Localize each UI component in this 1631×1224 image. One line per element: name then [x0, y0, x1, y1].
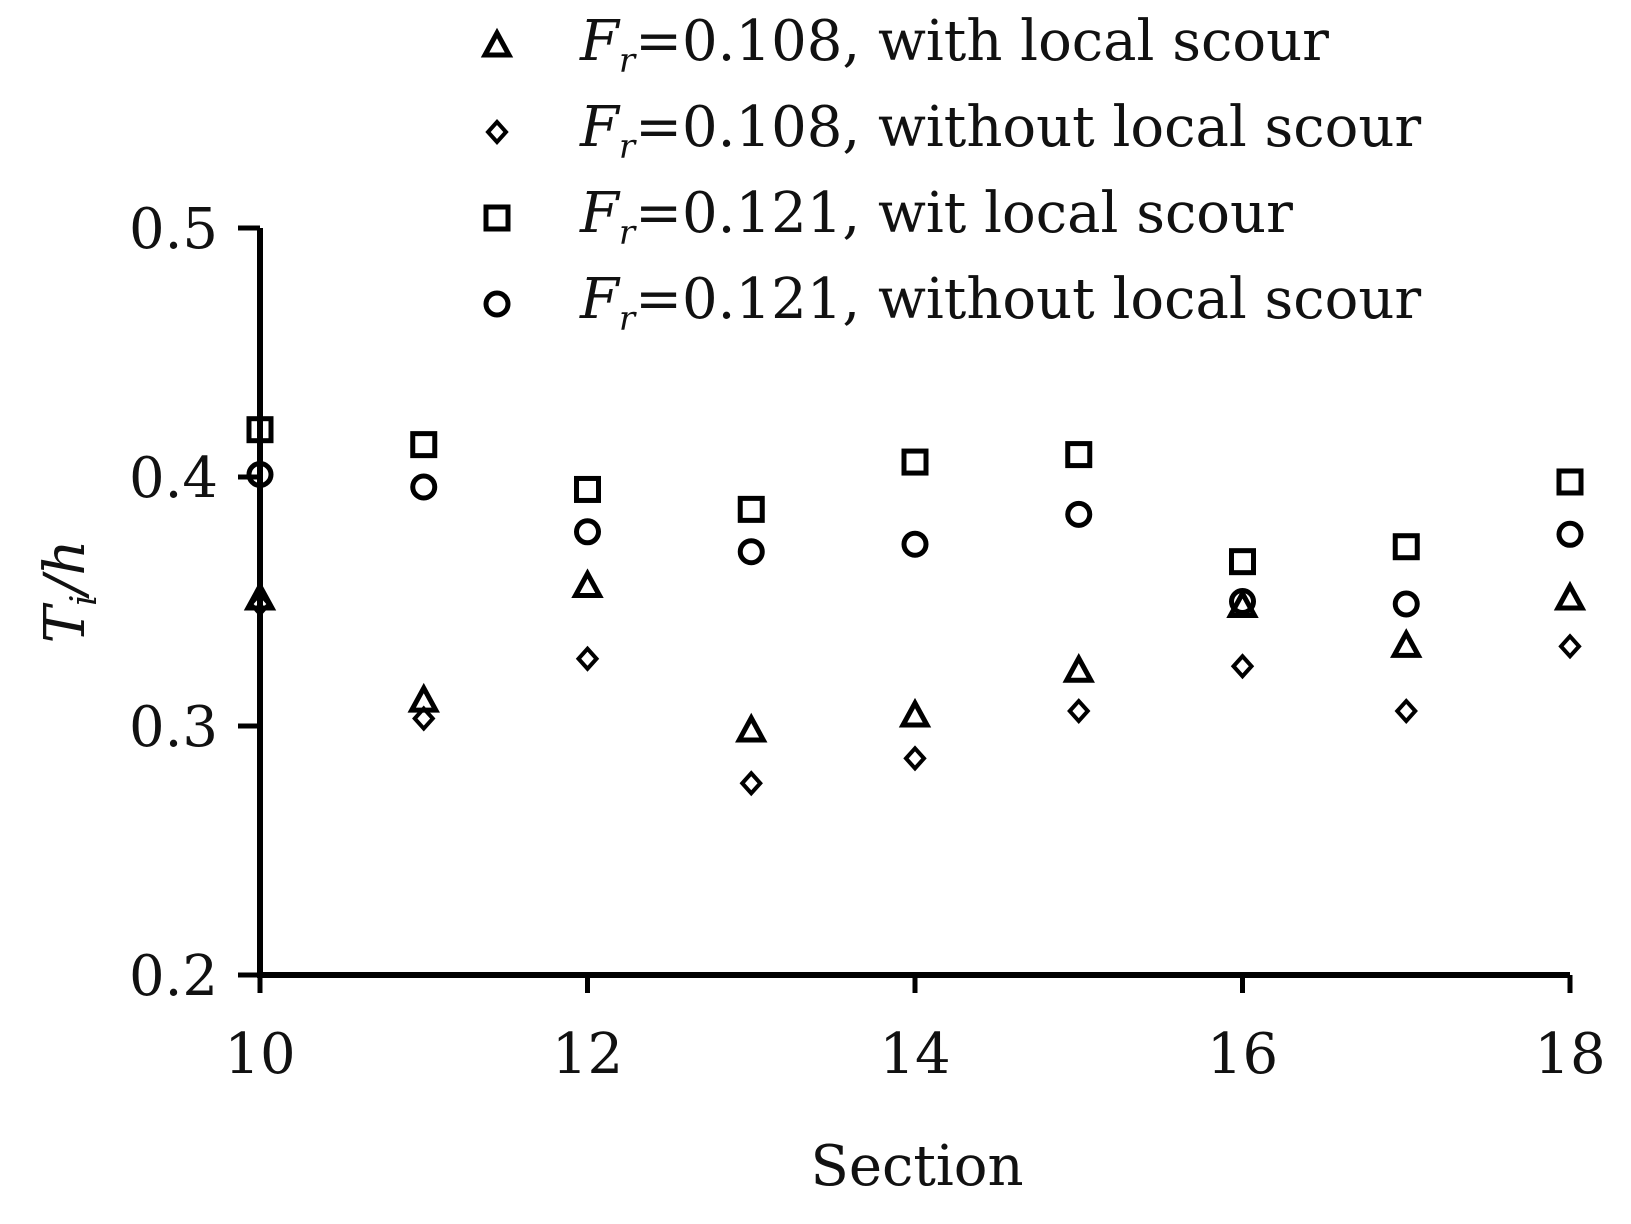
y-ticks: 0.2 0.3 0.4 0.5: [129, 197, 260, 1009]
data-point-square: [1392, 533, 1420, 561]
series-2: [248, 591, 1582, 797]
series-1: [243, 568, 1587, 743]
series-3: [246, 416, 1584, 576]
data-point-diamond: [903, 745, 927, 772]
data-point-square: [1229, 548, 1256, 576]
data-point-square: [901, 448, 929, 476]
legend-marker-diamond: [485, 119, 509, 145]
y-axis-title-sub: i: [64, 595, 105, 607]
data-point-triangle: [1226, 588, 1259, 618]
series-4: [246, 461, 1584, 618]
y-tick-label: 0.5: [129, 197, 218, 262]
data-point-circle: [1392, 590, 1420, 618]
x-ticks: 10 12 14 16 18: [224, 975, 1606, 1087]
legend-entry-4: Fr=0.121, without local scour: [483, 267, 1421, 339]
data-point-circle: [246, 461, 274, 489]
data-point-square: [574, 475, 601, 503]
data-point-diamond: [1067, 698, 1091, 725]
data-point-diamond: [1558, 633, 1582, 660]
legend-label-sub: r: [619, 41, 637, 81]
legend-label: Fr=0.108, without local scour: [579, 95, 1421, 167]
y-tick-label: 0.3: [129, 695, 218, 760]
legend-entry-1: Fr=0.108, with local scour: [480, 9, 1329, 81]
data-point-circle: [1065, 500, 1093, 528]
data-point-square: [410, 431, 438, 459]
data-point-triangle: [1553, 580, 1587, 611]
data-points: [243, 416, 1587, 797]
data-point-diamond: [739, 770, 763, 797]
legend-marker-square: [483, 204, 511, 232]
data-point-circle: [901, 530, 929, 558]
legend-marker-triangle: [480, 27, 514, 58]
legend-label-text: =0.121, without local scour: [635, 267, 1421, 332]
data-point-triangle: [571, 568, 604, 599]
data-point-circle: [410, 473, 438, 501]
legend-label-text: =0.121, wit local scour: [635, 181, 1293, 246]
legend-entry-2: Fr=0.108, without local scour: [485, 95, 1421, 167]
data-point-circle: [1556, 520, 1584, 548]
data-point-triangle: [735, 712, 768, 743]
x-tick-label: 10: [224, 1022, 295, 1087]
data-point-diamond: [1394, 698, 1418, 725]
data-point-square: [1556, 468, 1584, 496]
data-point-square: [737, 495, 765, 523]
data-point-triangle: [898, 697, 932, 728]
legend-label-var: F: [579, 9, 621, 74]
data-point-diamond: [412, 705, 436, 732]
legend-entry-3: Fr=0.121, wit local scour: [483, 181, 1293, 253]
data-point-circle: [1229, 588, 1256, 615]
legend-label: Fr=0.108, with local scour: [579, 9, 1329, 81]
legend-label-var: F: [579, 181, 621, 246]
y-tick-label: 0.4: [129, 446, 218, 511]
legend-label-var: F: [579, 267, 621, 332]
x-tick-label: 12: [552, 1022, 623, 1087]
data-point-triangle: [1390, 628, 1423, 658]
y-axis-title-main: T: [33, 602, 98, 643]
y-axis-title-rest: /h: [33, 540, 98, 600]
data-point-square: [1065, 441, 1093, 469]
legend-label-var: F: [579, 95, 621, 160]
legend-label-sub: r: [619, 213, 637, 253]
legend-label-sub: r: [619, 299, 637, 339]
y-tick-label: 0.2: [129, 944, 218, 1009]
axes: 0.2 0.3 0.4 0.5 10 12 14 16 18: [129, 197, 1606, 1087]
legend-label-text: =0.108, without local scour: [635, 95, 1421, 160]
data-point-diamond: [248, 591, 272, 617]
legend-label: Fr=0.121, wit local scour: [579, 181, 1293, 253]
legend-label: Fr=0.121, without local scour: [579, 267, 1421, 339]
x-tick-label: 18: [1534, 1022, 1605, 1087]
x-axis-title: Section: [810, 1134, 1023, 1199]
data-point-circle: [737, 538, 765, 566]
data-point-square: [246, 416, 274, 444]
data-point-diamond: [1230, 653, 1255, 680]
data-point-triangle: [1062, 652, 1095, 683]
y-axis-title: Ti/h: [33, 540, 105, 644]
x-tick-label: 16: [1207, 1022, 1278, 1087]
data-point-triangle: [243, 580, 277, 611]
x-tick-label: 14: [879, 1022, 950, 1087]
data-point-diamond: [575, 645, 600, 672]
legend-label-text: =0.108, with local scour: [635, 9, 1329, 74]
legend-label-sub: r: [619, 127, 637, 167]
legend-marker-circle: [483, 290, 511, 318]
data-point-circle: [574, 518, 601, 546]
